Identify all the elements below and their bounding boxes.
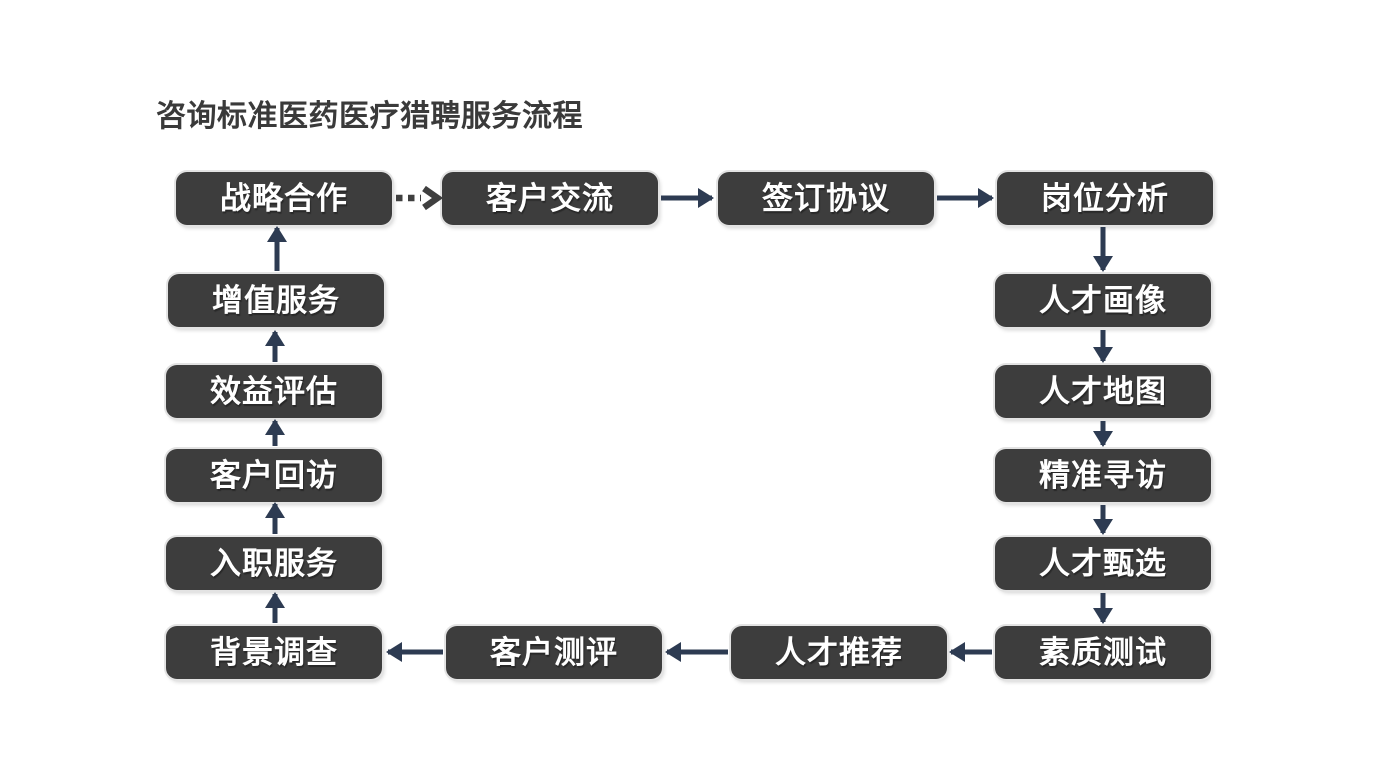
node-label: 岗位分析 xyxy=(1041,181,1169,216)
flow-node-talent-map: 人才地图 xyxy=(995,365,1211,418)
dotted-arrow-chevron xyxy=(422,185,444,211)
node-label: 客户回访 xyxy=(210,458,338,493)
flow-node-value-added-service: 增值服务 xyxy=(168,274,384,327)
flow-node-strategic-cooperation: 战略合作 xyxy=(176,172,392,225)
node-label: 人才推荐 xyxy=(775,635,903,670)
flow-node-client-communication: 客户交流 xyxy=(442,172,658,225)
node-label: 人才地图 xyxy=(1039,374,1167,409)
node-label: 素质测试 xyxy=(1039,635,1167,670)
node-label: 人才甄选 xyxy=(1039,546,1167,581)
node-label: 背景调查 xyxy=(210,635,338,670)
node-label: 客户交流 xyxy=(486,181,614,216)
flow-node-quality-test: 素质测试 xyxy=(995,626,1211,679)
flow-node-talent-portrait: 人才画像 xyxy=(995,274,1211,327)
node-label: 增值服务 xyxy=(212,283,340,318)
node-label: 战略合作 xyxy=(220,181,348,216)
arrow-strategic-cooperation-to-client-communication-icon xyxy=(396,185,444,211)
flow-node-client-evaluation: 客户测评 xyxy=(446,626,662,679)
flow-node-client-follow-up: 客户回访 xyxy=(166,449,382,502)
flow-node-precise-search: 精准寻访 xyxy=(995,449,1211,502)
node-label: 客户测评 xyxy=(490,635,618,670)
flow-node-talent-recommendation: 人才推荐 xyxy=(731,626,947,679)
flow-node-benefit-evaluation: 效益评估 xyxy=(166,365,382,418)
node-label: 签订协议 xyxy=(762,181,890,216)
node-label: 效益评估 xyxy=(210,374,338,409)
flow-node-background-check: 背景调查 xyxy=(166,626,382,679)
node-label: 精准寻访 xyxy=(1039,458,1167,493)
page-title: 咨询标准医药医疗猎聘服务流程 xyxy=(156,100,583,133)
flow-node-sign-agreement: 签订协议 xyxy=(718,172,934,225)
flow-node-talent-selection: 人才甄选 xyxy=(995,537,1211,590)
node-label: 入职服务 xyxy=(210,546,338,581)
flow-node-onboarding-service: 入职服务 xyxy=(166,537,382,590)
node-label: 人才画像 xyxy=(1039,283,1167,318)
flow-node-position-analysis: 岗位分析 xyxy=(997,172,1213,225)
